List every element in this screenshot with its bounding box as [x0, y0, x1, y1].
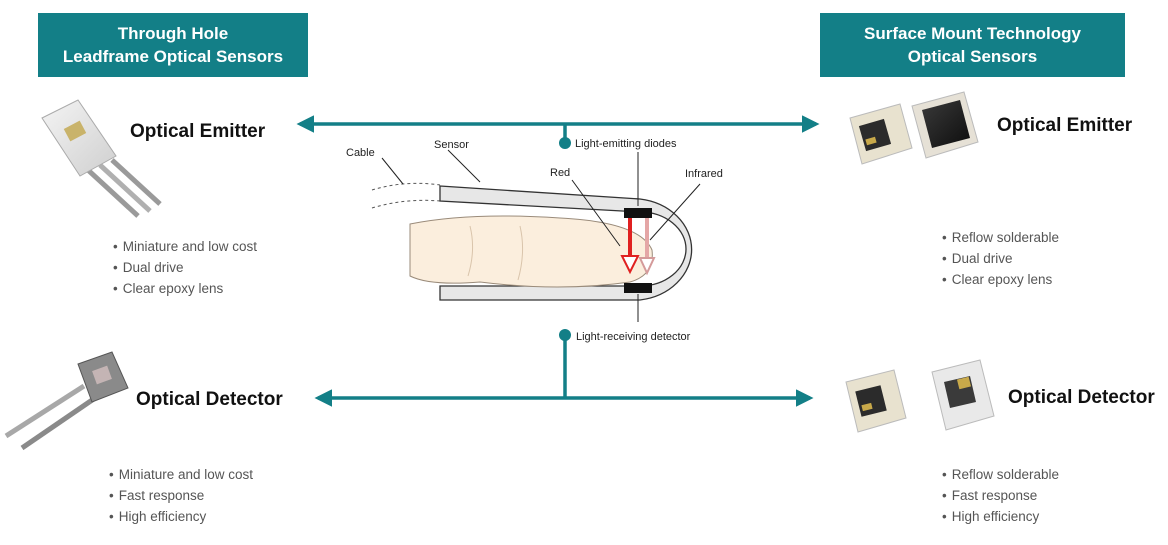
list-item: Fast response	[109, 485, 253, 506]
header-line-2: Leadframe Optical Sensors	[62, 47, 284, 66]
left-emitter-features: Miniature and low cost Dual drive Clear …	[113, 236, 257, 299]
infrared-light-arrowhead	[638, 257, 656, 276]
left-emitter-title: Optical Emitter	[130, 121, 266, 142]
list-item: Reflow solderable	[942, 464, 1059, 485]
red-leader	[571, 179, 621, 247]
right-emitter-features: Reflow solderable Dual drive Clear epoxy…	[942, 227, 1059, 290]
led-dot	[559, 137, 571, 149]
emitter-connector	[296, 115, 820, 149]
red-label: Red	[550, 167, 570, 179]
sensor-leader	[447, 149, 481, 183]
finger	[409, 215, 653, 288]
detector-block	[624, 283, 652, 293]
list-item: Dual drive	[113, 257, 257, 278]
right-emitter-title: Optical Emitter	[997, 115, 1133, 136]
list-item: Miniature and low cost	[109, 464, 253, 485]
cable-line	[371, 182, 441, 191]
list-item: High efficiency	[942, 506, 1059, 527]
header-line-1: Through Hole	[117, 24, 229, 43]
left-detector-features: Miniature and low cost Fast response Hig…	[109, 464, 253, 527]
through-hole-emitter-image	[41, 99, 162, 218]
header-line-2: Optical Sensors	[907, 47, 1038, 66]
list-item: Reflow solderable	[942, 227, 1059, 248]
detector-dot	[559, 329, 571, 341]
detector-label: Light-receiving detector	[576, 331, 691, 343]
smt-header: Surface Mount Technology Optical Sensors	[820, 13, 1125, 77]
through-hole-header: Through Hole Leadframe Optical Sensors	[38, 13, 308, 77]
leds-label: Light-emitting diodes	[575, 138, 677, 150]
smt-detector-image	[845, 359, 995, 433]
list-item: Clear epoxy lens	[942, 269, 1059, 290]
list-item: Clear epoxy lens	[113, 278, 257, 299]
red-light-arrowhead	[620, 255, 640, 275]
infrared-leader	[649, 183, 701, 241]
right-detector-features: Reflow solderable Fast response High eff…	[942, 464, 1059, 527]
finger-sensor-illustration: Cable Sensor Light-emitting diodes Red I…	[346, 138, 723, 343]
infrared-label: Infrared	[685, 168, 723, 180]
detector-connector	[314, 329, 814, 407]
right-detector-title: Optical Detector	[1008, 387, 1155, 408]
knuckle-crease	[467, 225, 474, 277]
list-item: Dual drive	[942, 248, 1059, 269]
list-item: Fast response	[942, 485, 1059, 506]
cable-label: Cable	[346, 147, 375, 159]
left-detector-title: Optical Detector	[136, 389, 283, 410]
knuckle-crease	[517, 225, 524, 281]
list-item: Miniature and low cost	[113, 236, 257, 257]
sensor-label: Sensor	[434, 139, 469, 151]
header-line-1: Surface Mount Technology	[864, 24, 1081, 43]
cable-line	[371, 199, 441, 209]
cable-leader	[381, 157, 404, 185]
led-block	[624, 208, 652, 218]
through-hole-detector-image	[4, 351, 129, 451]
list-item: High efficiency	[109, 506, 253, 527]
sensor-clip	[439, 185, 693, 301]
smt-emitter-image	[849, 91, 979, 165]
